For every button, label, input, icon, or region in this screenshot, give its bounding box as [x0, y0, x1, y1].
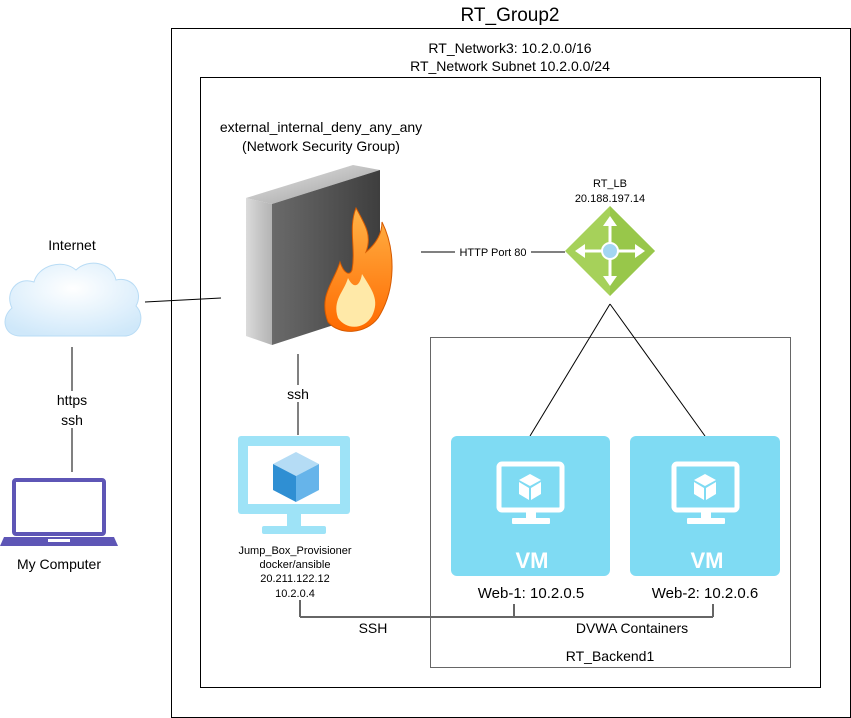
jumpbox-name: Jump_Box_Provisioner	[238, 545, 351, 557]
internet-protocol-https: https	[57, 392, 87, 408]
lb-ip: 20.188.197.14	[575, 193, 645, 205]
nsg-name: external_internal_deny_any_any	[220, 119, 422, 135]
subnet-box	[200, 77, 821, 688]
jumpbox-cube-icon	[273, 452, 319, 502]
dvwa-containers-label: DVWA Containers	[576, 620, 688, 636]
jumpbox-role: docker/ansible	[260, 559, 331, 571]
lb-web2-link	[609, 303, 706, 437]
lb-name: RT_LB	[593, 178, 627, 190]
laptop-icon	[0, 478, 118, 546]
cloud-icon	[4, 262, 142, 337]
web1-vm-badge: VM	[516, 548, 549, 573]
internet-label: Internet	[48, 237, 96, 253]
jumpbox-ssh-label: ssh	[287, 386, 309, 402]
internet-protocol-ssh: ssh	[61, 412, 83, 428]
web2-vm-icon	[630, 436, 780, 576]
load-balancer-icon	[565, 206, 655, 296]
web1-label: Web-1: 10.2.0.5	[478, 585, 584, 602]
subnet-label: RT_Network Subnet 10.2.0.0/24	[410, 58, 610, 74]
web2-label: Web-2: 10.2.0.6	[652, 585, 758, 602]
lb-link-label: HTTP Port 80	[459, 247, 526, 259]
nsg-type: (Network Security Group)	[242, 138, 400, 154]
web2-vm-badge: VM	[691, 548, 724, 573]
jumpbox-public-ip: 20.211.122.12	[260, 573, 330, 585]
firewall-icon	[246, 165, 393, 345]
network-label: RT_Network3: 10.2.0.0/16	[428, 40, 591, 56]
connectors	[71, 251, 706, 472]
backend-pool-box	[430, 337, 791, 668]
jumpbox-private-ip: 10.2.0.4	[275, 588, 315, 600]
web1-vm-icon	[451, 436, 610, 576]
ssh-bus	[299, 600, 714, 618]
internet-nsg-link	[144, 297, 222, 303]
lb-web1-link	[529, 303, 611, 437]
resource-group-title: RT_Group2	[461, 5, 560, 26]
bottom-ssh-label: SSH	[359, 620, 388, 636]
backend-pool-title: RT_Backend1	[566, 648, 655, 664]
computer-label: My Computer	[17, 556, 101, 572]
